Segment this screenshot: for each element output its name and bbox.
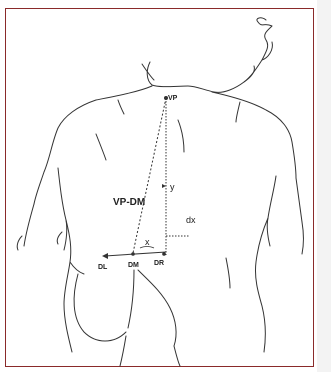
dm-label: DM — [128, 262, 139, 269]
dr-point — [162, 252, 166, 256]
right-buttock — [138, 270, 176, 346]
right-arm-outer — [302, 222, 304, 254]
left-arm-outer — [24, 204, 34, 246]
dx-label: dx — [186, 216, 196, 225]
lower-body — [120, 336, 126, 366]
left-shoulder — [34, 86, 152, 204]
right-scapula — [178, 120, 184, 152]
vp-dm-label: VP-DM — [113, 198, 145, 208]
dl-label: DL — [98, 264, 107, 271]
left-hip-line — [70, 262, 84, 274]
head-outline — [147, 18, 272, 93]
left-arm-inner — [58, 168, 67, 250]
dm-point — [131, 252, 135, 256]
hair-strand-2 — [244, 66, 254, 82]
y-arrow — [162, 184, 166, 188]
vp-dm-dashed-line — [133, 98, 166, 253]
right-shoulder — [212, 92, 302, 222]
left-flank — [64, 220, 72, 352]
dl-arrowhead — [102, 253, 108, 259]
left-scapula-2 — [118, 100, 124, 114]
right-flank — [255, 218, 268, 352]
right-arm-inner — [267, 176, 276, 246]
left-buttock — [74, 274, 126, 341]
dl-dr-baseline — [105, 252, 166, 256]
left-side-crease — [57, 232, 62, 244]
y-label: y — [170, 183, 175, 192]
gluteal-cleft — [128, 270, 134, 328]
right-lower — [174, 346, 180, 366]
left-elbow — [17, 236, 22, 250]
dr-label: DR — [154, 260, 164, 267]
vp-label: VP — [168, 95, 177, 102]
right-shoulder-mark — [236, 102, 240, 122]
x-label: x — [145, 238, 150, 247]
right-hip-curve — [226, 258, 230, 288]
left-scapula — [96, 134, 106, 160]
